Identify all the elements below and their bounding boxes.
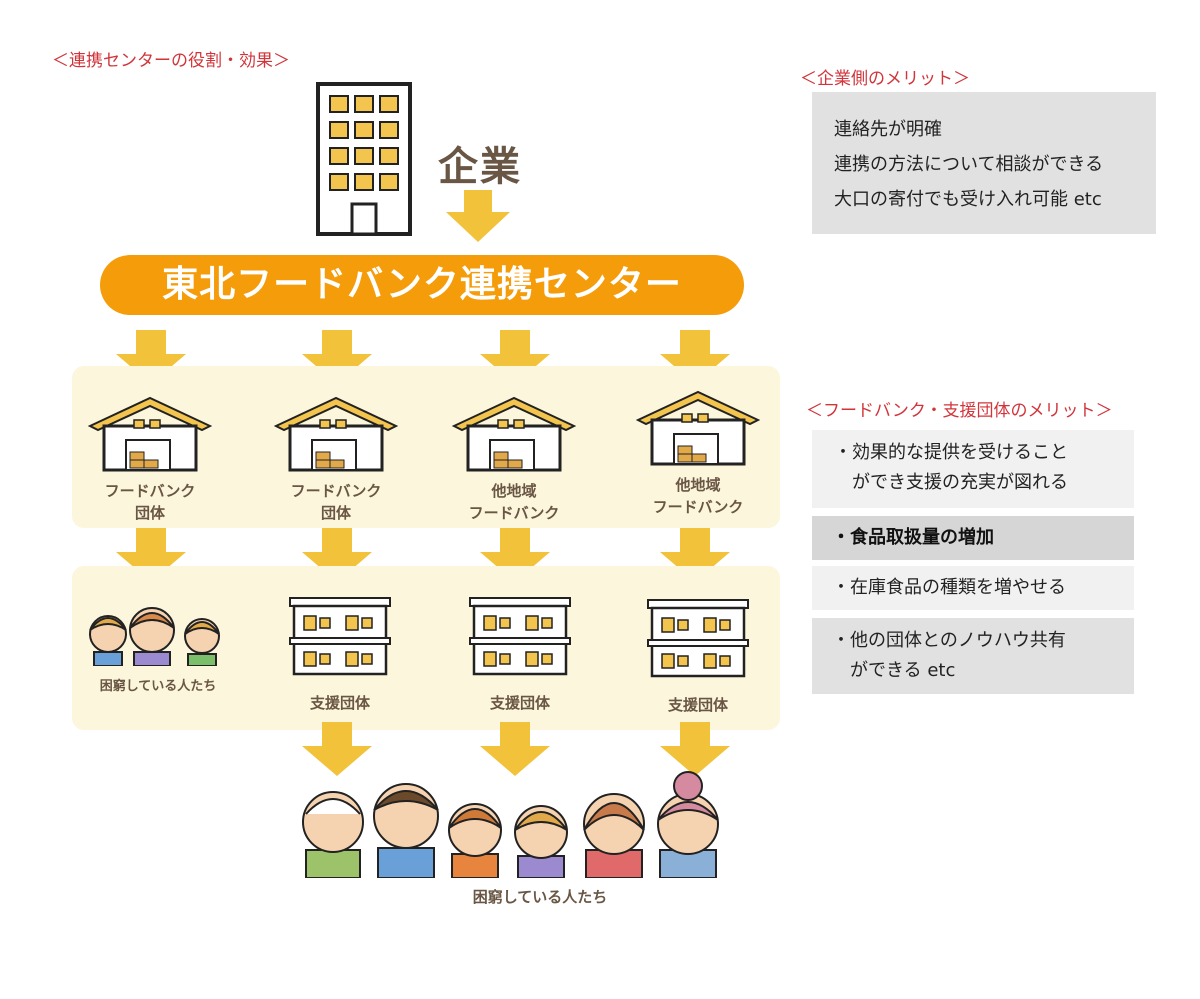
arrow-down-icon bbox=[480, 330, 550, 384]
arrow-down-icon bbox=[302, 722, 372, 776]
warehouse-icon bbox=[452, 396, 576, 472]
merit-item-line: ・他の団体とのノウハウ共有 bbox=[832, 630, 1066, 651]
arrow-down-icon bbox=[302, 528, 372, 582]
foodbank-label-line1: フードバンク bbox=[104, 482, 196, 500]
foodbank-label: 他地域 フードバンク bbox=[638, 474, 758, 518]
foodbank-label: フードバンク 団体 bbox=[90, 480, 210, 524]
arrow-down-icon bbox=[302, 330, 372, 384]
arrow-down-icon bbox=[446, 190, 510, 242]
foodbank-merit-heading: ＜フードバンク・支援団体のメリット＞ bbox=[806, 401, 1113, 421]
company-merit-box: 連絡先が明確 連携の方法について相談ができる 大口の寄付でも受け入れ可能 etc bbox=[812, 92, 1156, 234]
section-heading-center-role: ＜連携センターの役割・効果＞ bbox=[52, 51, 290, 71]
people-group-icon bbox=[89, 607, 220, 666]
people-group-icon bbox=[302, 771, 719, 878]
support-org-label: 支援団体 bbox=[667, 696, 728, 714]
merit-item-box: ・効果的な提供を受けること ができ支援の充実が図れる bbox=[812, 430, 1134, 508]
support-org-label: 支援団体 bbox=[489, 694, 550, 712]
merit-item-line: ができる etc bbox=[832, 660, 956, 681]
arrow-down-icon bbox=[480, 528, 550, 582]
arrow-down-icon bbox=[116, 330, 186, 384]
merit-item-line: ・在庫食品の種類を増やせる bbox=[832, 577, 1066, 598]
merit-item: 大口の寄付でも受け入れ可能 etc bbox=[834, 189, 1102, 210]
company-label: 企業 bbox=[438, 144, 522, 190]
company-merit-heading: ＜企業側のメリット＞ bbox=[800, 69, 970, 89]
support-building-icon bbox=[469, 597, 571, 676]
merit-item-box: ・他の団体とのノウハウ共有 ができる etc bbox=[812, 618, 1134, 694]
foodbank-label-line2: 団体 bbox=[320, 504, 351, 522]
merit-item-box: ・在庫食品の種類を増やせる bbox=[812, 566, 1134, 610]
warehouse-icon bbox=[274, 396, 398, 472]
support-building-icon bbox=[647, 599, 749, 678]
foodbank-label-line2: 団体 bbox=[134, 504, 165, 522]
arrow-down-icon bbox=[660, 528, 730, 582]
foodbank-label-line1: 他地域 bbox=[491, 482, 537, 500]
foodbank-label-line1: 他地域 bbox=[675, 476, 721, 494]
arrow-down-icon bbox=[116, 528, 186, 582]
merit-item: 連絡先が明確 bbox=[834, 119, 942, 140]
center-banner: 東北フードバンク連携センター bbox=[100, 255, 744, 315]
foodbank-label-line1: フードバンク bbox=[290, 482, 382, 500]
warehouse-icon bbox=[88, 396, 212, 472]
arrow-down-icon bbox=[660, 330, 730, 384]
merit-item: 連携の方法について相談ができる bbox=[834, 154, 1104, 175]
needy-people-label: 困窮している人たち bbox=[472, 888, 608, 906]
arrow-down-icon bbox=[660, 722, 730, 776]
warehouse-icon bbox=[636, 390, 760, 466]
foodbank-label: フードバンク 団体 bbox=[276, 480, 396, 524]
merit-item-line: ・食品取扱量の増加 bbox=[832, 527, 994, 548]
foodbank-label-line2: フードバンク bbox=[652, 498, 744, 516]
merit-item-line: ができ支援の充実が図れる bbox=[834, 472, 1068, 493]
support-org-label: 支援団体 bbox=[309, 694, 370, 712]
office-building-icon bbox=[316, 82, 412, 236]
needy-people-label: 困窮している人たち bbox=[99, 679, 217, 694]
arrow-down-icon bbox=[480, 722, 550, 776]
merit-item-line: ・効果的な提供を受けること bbox=[834, 442, 1068, 463]
support-building-icon bbox=[289, 597, 391, 676]
merit-item-box: ・食品取扱量の増加 bbox=[812, 516, 1134, 560]
foodbank-label-line2: フードバンク bbox=[468, 504, 560, 522]
foodbank-label: 他地域 フードバンク bbox=[454, 480, 574, 524]
